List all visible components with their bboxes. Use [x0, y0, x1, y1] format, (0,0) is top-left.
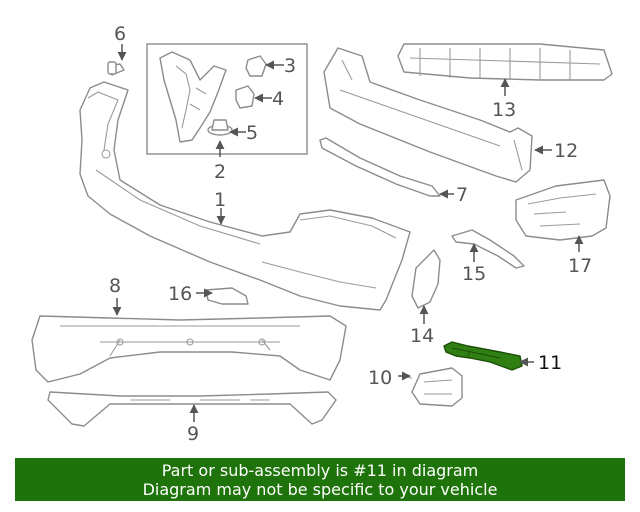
part-2-bracket-kit	[146, 43, 308, 155]
banner-line-2: Diagram may not be specific to your vehi…	[142, 480, 498, 499]
callout-5: 5	[246, 122, 258, 144]
callout-13: 13	[492, 99, 516, 121]
part-16-clip	[205, 287, 249, 305]
banner-line-1: Part or sub-assembly is #11 in diagram	[161, 461, 479, 480]
part-10-exhaust-tip	[399, 367, 463, 407]
callout-9: 9	[187, 423, 199, 445]
part-12-reinforcement-beam	[323, 47, 533, 183]
leader-lines	[112, 44, 584, 422]
callout-17: 17	[568, 255, 592, 277]
callout-8: 8	[109, 275, 121, 297]
callout-7: 7	[456, 184, 468, 206]
callout-15: 15	[462, 263, 486, 285]
callout-12: 12	[554, 140, 578, 162]
part-1-bumper-cover	[79, 81, 411, 311]
part-13-absorber	[397, 43, 613, 81]
info-banner: Part or sub-assembly is #11 in diagram D…	[15, 458, 625, 501]
part-14-side-trim	[411, 249, 441, 309]
part-8-lower-valance	[31, 315, 347, 383]
callout-4: 4	[272, 88, 284, 110]
callout-2: 2	[214, 161, 226, 183]
callout-16: 16	[168, 283, 192, 305]
callout-3: 3	[284, 55, 296, 77]
part-9-diffuser-trim	[47, 391, 337, 427]
part-11-bracket-highlighted[interactable]	[443, 341, 523, 371]
part-17-bracket	[515, 179, 611, 241]
callout-6: 6	[114, 23, 126, 45]
callout-14: 14	[410, 325, 434, 347]
callout-1: 1	[214, 189, 226, 211]
callout-10: 10	[368, 367, 392, 389]
part-15-bracket	[451, 229, 525, 269]
part-6-bolt	[107, 61, 125, 76]
callout-11: 11	[538, 352, 562, 374]
